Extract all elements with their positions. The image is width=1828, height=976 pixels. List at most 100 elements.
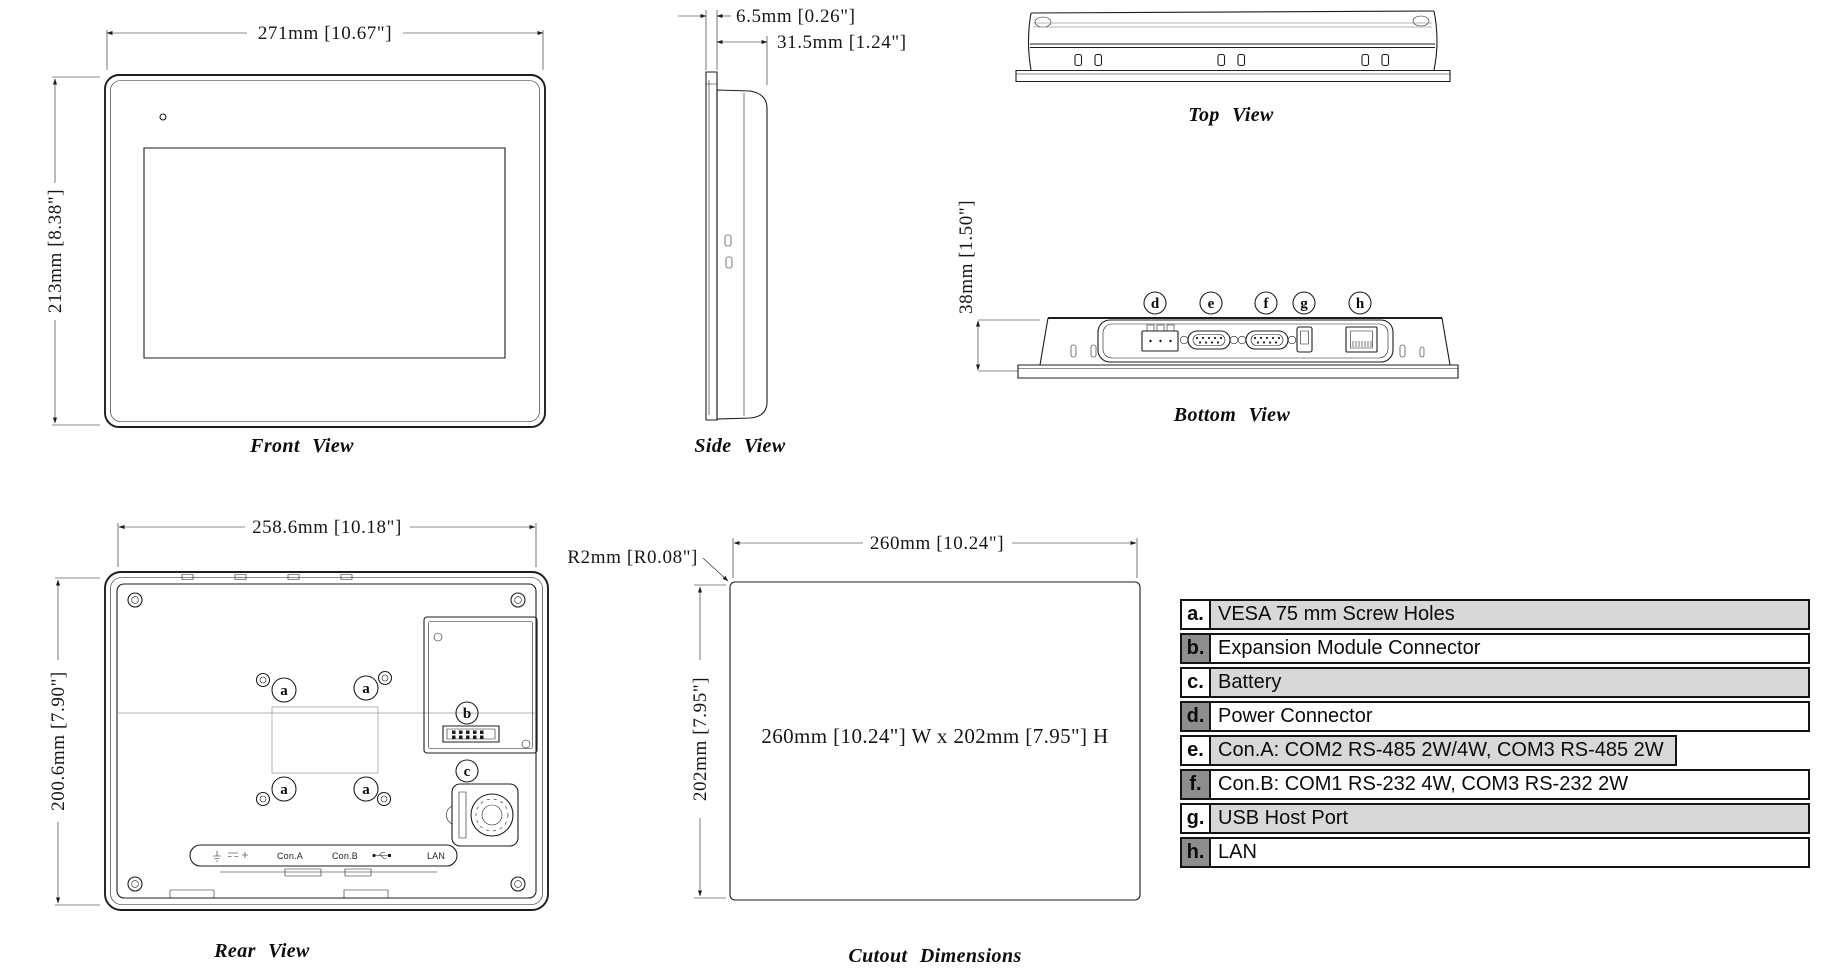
power-led-icon [160,114,166,120]
rear-panel-outline [105,572,548,910]
balloon-h: h [1356,296,1365,312]
front-width-dimension: 271mm [10.67"] [258,23,392,44]
strip-con-a-label: Con.A [277,851,303,861]
side-bezel-detail [706,80,717,415]
legend-key-d: d. [1182,703,1211,730]
rear-bottom-notch-1 [285,869,321,876]
side-bezel [706,72,717,420]
bottom-connector-bay-inner [1103,324,1388,358]
front-view-caption: Front View [249,435,354,457]
top-left-corner-curl [1035,17,1051,27]
expansion-connector-icon [443,726,499,742]
cutout-center-note: 260mm [10.24"] W x 202mm [7.95"] H [761,724,1108,748]
bottom-bezel-plate [1018,365,1458,378]
legend-row-f: f. Con.B: COM1 RS-232 4W, COM3 RS-232 2W [1180,769,1810,800]
legend-key-a: a. [1182,601,1211,628]
rear-panel-inner-line-2 [117,584,536,898]
legend-desc-g: USB Host Port [1211,805,1808,832]
usb-icon [372,853,391,859]
balloon-c-circle [456,760,478,782]
vesa-center-plate [272,707,378,773]
legend-key-b: b. [1182,635,1211,662]
legend-row-e: e. Con.A: COM2 RS-485 2W/4W, COM3 RS-485… [1180,735,1677,766]
usb-port-icon [1297,327,1312,352]
cutout-height-dimension: 202mm [7.95"] [690,677,711,801]
balloon-g: g [1300,296,1308,312]
rear-height-dimension: 200.6mm [7.90"] [48,671,69,811]
bottom-left-ear-slot-2 [1091,345,1096,357]
top-rear-band [1030,44,1435,48]
side-view-caption: Side View [694,435,785,457]
balloon-a-3: a [280,782,288,798]
side-depth-dimension: 31.5mm [1.24"] [777,32,907,53]
front-view: 271mm [10.67"] 213mm [8.38"] Front View [45,23,545,457]
top-side-edges [1029,11,1438,70]
top-view-caption: Top View [1188,104,1274,126]
legend-key-c: c. [1182,669,1211,696]
expansion-module-plate [424,617,537,753]
cutout-radius-leader [703,558,729,582]
side-slot-1 [725,235,731,246]
balloon-d: d [1151,296,1160,312]
rear-foot-right [344,890,388,898]
legend-row-a: a. VESA 75 mm Screw Holes [1180,599,1810,630]
rear-foot-left [170,890,214,898]
top-vent-slots [1075,55,1389,66]
balloon-f: f [1264,296,1270,312]
cutout-caption: Cutout Dimensions [848,945,1021,967]
balloon-e: e [1208,296,1215,312]
power-connector-icon [1142,325,1178,351]
legend-key-h: h. [1182,839,1211,866]
top-mounting-plate [1016,71,1450,82]
balloon-a-1: a [280,683,288,699]
rear-port-label-strip: Con.A Con.B LAN [190,845,457,866]
legend-row-h: h. LAN [1180,837,1810,868]
bottom-connector-bay [1098,320,1393,362]
cutout-outline [730,582,1140,900]
con-b-db9-icon [1238,331,1296,349]
legend-table: a. VESA 75 mm Screw Holes b. Expansion M… [1180,599,1810,871]
strip-con-b-label: Con.B [332,851,358,861]
front-screen [144,148,505,358]
bottom-view: d e f g h [956,200,1458,426]
cutout-width-dimension: 260mm [10.24"] [870,533,1004,554]
balloon-a-2: a [362,681,370,697]
balloon-c: c [464,764,471,780]
front-panel-inner-line [111,81,540,422]
rear-width-extension-lines [118,523,536,567]
strip-lan-label: LAN [427,851,445,861]
legend-desc-a: VESA 75 mm Screw Holes [1211,601,1808,628]
legend-desc-c: Battery [1211,669,1808,696]
vesa-balloons: a a a a [272,676,378,801]
bottom-right-ear-slot-1 [1400,345,1405,357]
rear-view: a a a a b c [48,517,548,962]
bottom-connector-balloons: d e f g h [1144,292,1371,314]
rear-corner-screws [128,593,525,891]
legend-key-f: f. [1182,771,1211,798]
rear-view-caption: Rear View [213,940,310,962]
bottom-view-caption: Bottom View [1173,404,1291,426]
legend-key-e: e. [1182,737,1211,764]
cutout-width-extension-lines [733,538,1137,578]
side-bezel-extension-lines [706,10,717,70]
front-width-extension-lines [107,30,543,70]
side-view: 6.5mm [0.26"] 31.5mm [1.24"] Side View [678,6,907,457]
legend-desc-h: LAN [1211,839,1808,866]
top-right-corner-curl [1413,16,1429,26]
rear-bottom-notch-2 [345,869,371,876]
legend-row-b: b. Expansion Module Connector [1180,633,1810,664]
battery-icon [446,784,518,846]
bottom-height-extension-lines [978,320,1040,371]
legend-desc-e: Con.A: COM2 RS-485 2W/4W, COM3 RS-485 2W [1211,737,1675,764]
front-height-dimension: 213mm [8.38"] [45,189,66,313]
bottom-chassis-side-edges [1040,318,1450,365]
rear-panel-inner-line-1 [111,578,543,905]
vesa-screw-holes [257,672,392,806]
rear-top-vent-slots [182,575,352,580]
front-panel-outline [105,75,545,427]
bottom-left-ear-slot-1 [1071,345,1076,357]
balloon-b-circle [456,702,478,724]
legend-desc-b: Expansion Module Connector [1211,635,1808,662]
